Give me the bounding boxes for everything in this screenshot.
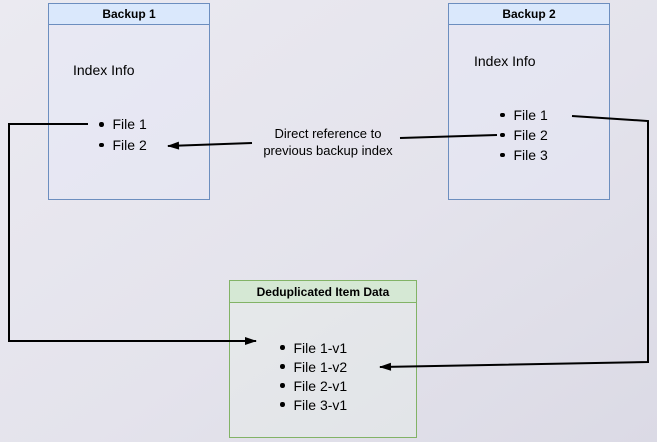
list-item: File 1-v1: [280, 338, 347, 357]
bullet-icon: [280, 364, 285, 369]
edge-label: Direct reference to previous backup inde…: [247, 125, 409, 159]
list-item: File 3: [500, 145, 548, 165]
file-label: File 1-v1: [293, 339, 348, 356]
bullet-icon: [99, 122, 104, 127]
bullet-icon: [280, 383, 285, 388]
backup2-title: Backup 2: [449, 4, 609, 25]
file-label: File 1-v2: [293, 358, 348, 375]
list-item: File 1: [500, 105, 548, 125]
bullet-icon: [500, 132, 505, 138]
list-item: File 1: [99, 114, 147, 135]
dedup-file-list: File 1-v1 File 1-v2 File 2-v1 File 3-v1: [280, 338, 347, 414]
list-item: File 2-v1: [280, 376, 347, 395]
list-item: File 2: [99, 135, 147, 156]
edge-label-line1: Direct reference to: [274, 126, 382, 141]
bullet-icon: [280, 402, 285, 407]
bullet-icon: [99, 142, 104, 147]
file-label: File 3-v1: [293, 396, 348, 413]
bullet-icon: [280, 345, 285, 350]
file-label: File 1: [513, 107, 548, 123]
list-item: File 3-v1: [280, 395, 347, 414]
file-label: File 2: [513, 127, 548, 143]
bullet-icon: [500, 112, 505, 118]
backup1-file-list: File 1 File 2: [99, 114, 147, 155]
bullet-icon: [500, 152, 505, 158]
backup2-index-info-label: Index Info: [474, 53, 536, 69]
backup2-file-list: File 1 File 2 File 3: [500, 105, 548, 165]
file-label: File 2: [112, 136, 147, 153]
edge-label-line2: previous backup index: [263, 143, 393, 158]
file-label: File 2-v1: [293, 377, 348, 394]
backup1-index-info-label: Index Info: [73, 62, 135, 78]
file-label: File 3: [513, 147, 548, 163]
backup1-node: Backup 1: [48, 3, 210, 200]
file-label: File 1: [112, 116, 147, 133]
list-item: File 2: [500, 125, 548, 145]
list-item: File 1-v2: [280, 357, 347, 376]
backup1-title: Backup 1: [49, 4, 209, 25]
dedup-title: Deduplicated Item Data: [230, 281, 416, 303]
backup2-node: Backup 2: [448, 3, 610, 200]
